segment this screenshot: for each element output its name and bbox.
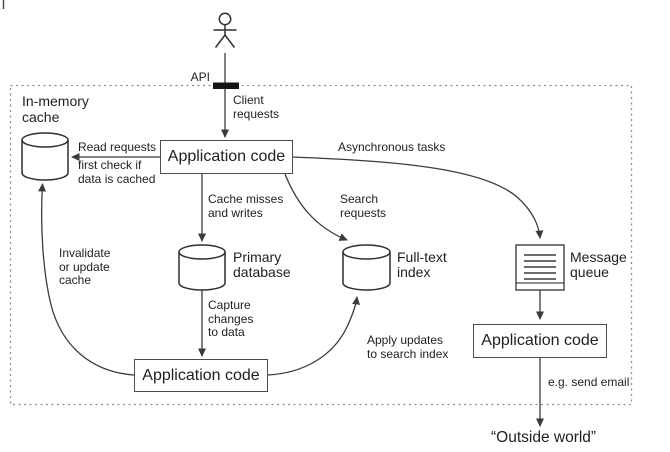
read-requests-note-label: first check if data is cached [78,158,156,186]
node-application-code-right: Application code [473,324,607,358]
index-cylinder-icon [342,244,391,291]
system-boundary-dashed-box [9,84,633,406]
message-queue-label: Message queue [570,249,627,280]
person-icon [213,12,237,48]
client-requests-label: Client requests [233,93,280,121]
search-requests-arrow [284,173,348,241]
database-cylinder-icon [178,244,226,291]
node-application-code-bottom: Application code [134,359,268,392]
in-memory-cache-label: In-memory cache [22,93,89,125]
invalidate-cache-label: Invalidate or update cache [59,246,111,287]
cache-cylinder-icon [21,132,69,181]
invalidate-cache-arrow [38,183,135,376]
asynchronous-tasks-arrow [292,156,544,239]
message-queue-icon [515,244,565,291]
primary-database-label: Primary database [233,249,291,280]
apply-updates-arrow [267,296,361,376]
apply-updates-label: Apply updates to search index [367,333,449,361]
full-text-index-label: Full-text index [397,249,447,280]
asynchronous-tasks-label: Asynchronous tasks [338,140,446,154]
capture-changes-label: Capture changes to data [208,298,254,339]
node-label: Application code [481,332,599,349]
outside-world-label: “Outside world” [491,429,597,446]
node-label: Application code [167,148,286,165]
api-boundary-bar [213,82,239,89]
send-email-label: e.g. send email [548,375,630,389]
node-application-code-top: Application code [160,140,293,174]
api-label: API [190,70,210,84]
cache-misses-label: Cache misses and writes [208,192,284,220]
node-label: Application code [142,366,260,384]
search-requests-label: Search requests [340,192,387,220]
read-requests-label: Read requests [78,140,157,154]
